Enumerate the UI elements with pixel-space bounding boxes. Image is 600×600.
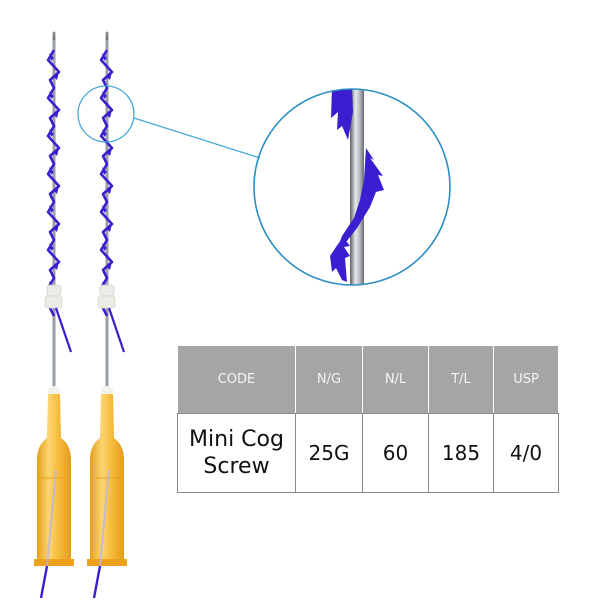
thread-inside-hub (46, 469, 57, 567)
cog-barb (49, 243, 54, 251)
stopper-lower (97, 295, 116, 309)
cell-usp: 4/0 (493, 413, 559, 493)
cell-code: Mini Cog Screw (177, 413, 296, 493)
code-line-2: Screw (203, 454, 270, 479)
needle-tip (52, 30, 56, 40)
cog-barb (102, 53, 107, 61)
stopper-upper (99, 284, 115, 297)
cell-nl: 60 (362, 413, 429, 493)
thread-inside-hub (99, 469, 110, 567)
cog-barb (102, 91, 107, 99)
stopper-lower (44, 295, 63, 309)
cog-barb (49, 167, 54, 175)
cog-barb (54, 186, 59, 194)
header-ng: N/G (295, 345, 363, 414)
cog-barb (102, 129, 107, 137)
cog-barb (54, 224, 59, 232)
cog-barb (107, 148, 112, 156)
needle-assembly (34, 30, 74, 599)
header-usp: USP (493, 345, 559, 414)
table-row: Mini Cog Screw 25G 60 185 4/0 (177, 413, 559, 493)
cog-barb (107, 110, 112, 118)
cog-barb (107, 186, 112, 194)
table-header-row: CODE N/G N/L T/L USP (177, 345, 559, 414)
spec-table: CODE N/G N/L T/L USP Mini Cog Screw 25G … (177, 345, 559, 493)
cog-barb (54, 72, 59, 80)
magnified-detail (330, 89, 384, 285)
header-code: CODE (177, 345, 296, 414)
needle-shaft (52, 32, 56, 392)
cog-barb (102, 205, 107, 213)
cog-barb (54, 110, 59, 118)
cog-barb (54, 148, 59, 156)
hub-cap (48, 386, 60, 396)
cog-barb (49, 53, 54, 61)
hub-flange (87, 559, 127, 566)
needle-assembly (87, 30, 127, 599)
hub-cap (101, 386, 113, 396)
cog-barb (107, 262, 112, 270)
header-tl: T/L (428, 345, 494, 414)
header-nl: N/L (362, 345, 429, 414)
thread-tail (107, 307, 126, 353)
cog-barb (49, 205, 54, 213)
magnified-cog-middle (336, 148, 384, 252)
cog-barb (102, 167, 107, 175)
needle-shaft (105, 32, 109, 392)
hub-flange (34, 559, 74, 566)
cog-barb (54, 262, 59, 270)
magnified-cog-lower (330, 237, 350, 282)
stopper-upper (46, 284, 62, 297)
thread-tail (54, 307, 73, 353)
cell-ng: 25G (295, 413, 363, 493)
cog-barb (107, 224, 112, 232)
cell-tl: 185 (428, 413, 494, 493)
magnifier-circle (253, 88, 451, 286)
thread-exit (39, 565, 49, 599)
thread-exit (92, 565, 102, 599)
cog-barb (49, 129, 54, 137)
cog-barb (49, 91, 54, 99)
magnifier-connector-line (133, 117, 261, 159)
cog-barb (107, 72, 112, 80)
magnified-cog-upper (331, 89, 353, 140)
magnifier-source-circle (77, 85, 135, 143)
code-line-1: Mini Cog (189, 427, 284, 452)
cog-barb (102, 243, 107, 251)
needle-tip (105, 30, 109, 40)
